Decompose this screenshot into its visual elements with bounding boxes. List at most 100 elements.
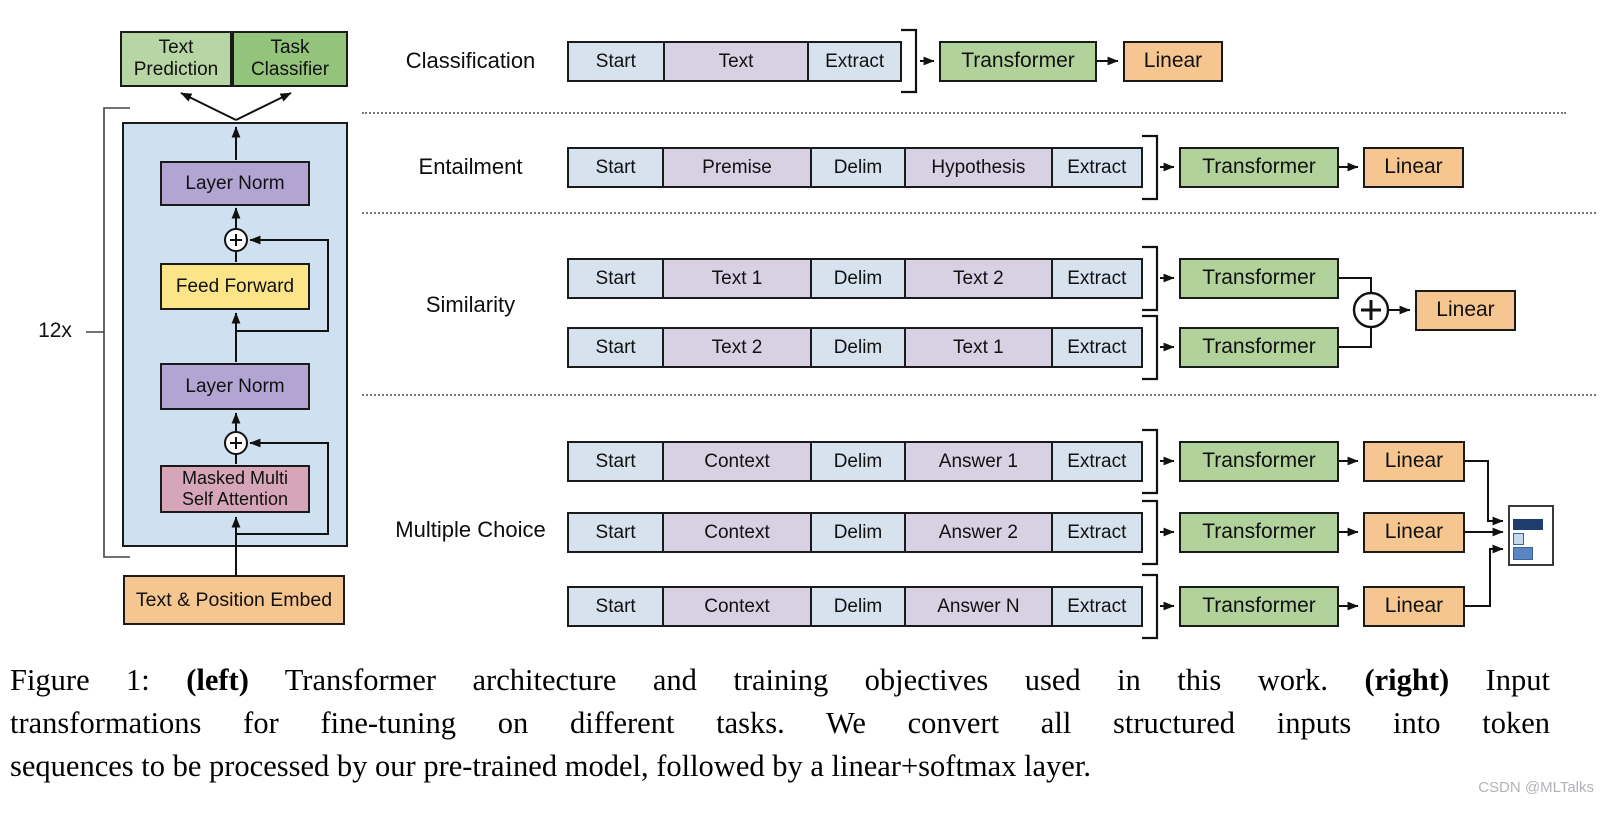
token-delim: Delim (809, 588, 905, 625)
transformer-label: Transformer (1202, 520, 1316, 544)
csdn-watermark: CSDN @MLTalks (1478, 779, 1594, 796)
task-classifier-box: Task Classifier (232, 31, 348, 87)
repeat-12x-label: 12x (38, 319, 72, 342)
linear-label: Linear (1384, 594, 1444, 618)
similarity-transformer-box-2: Transformer (1179, 327, 1339, 368)
linear-label: Linear (1384, 449, 1444, 473)
masked-attention-label-line1: Masked Multi (181, 468, 289, 489)
layer-norm-top-label: Layer Norm (185, 172, 285, 194)
similarity-merge-lines (1339, 277, 1411, 348)
caption-right-bold: (right) (1364, 663, 1450, 697)
caption-line-3: sequences to be processed by our pre-tra… (10, 745, 1550, 788)
linear-label: Linear (1436, 298, 1495, 322)
multiple-choice-label: Multiple Choice (395, 517, 546, 542)
token-extract: Extract (1050, 443, 1141, 480)
caption-text: transformations for fine-tuning on diffe… (10, 705, 1550, 740)
classification-label: Classification (405, 48, 536, 73)
text-position-embed-box: Text & Position Embed (123, 575, 345, 625)
caption-left-bold: (left) (186, 663, 249, 697)
token-hypothesis: Hypothesis (904, 149, 1051, 186)
softmax-output-box (1508, 505, 1554, 566)
token-text1: Text 1 (904, 329, 1051, 366)
task-classifier-label: Task Classifier (250, 37, 330, 80)
layer-norm-bottom-box: Layer Norm (160, 363, 310, 410)
softmax-bar-3 (1513, 547, 1533, 560)
similarity-token-bar-1: Start Text 1 Delim Text 2 Extract (567, 258, 1143, 299)
transformer-label: Transformer (1202, 155, 1316, 179)
token-extract: Extract (1050, 588, 1141, 625)
figure-caption: Figure 1: (left) Transformer architectur… (10, 659, 1550, 787)
multiple-choice-token-bar-2: Start Context Delim Answer 2 Extract (567, 512, 1143, 553)
multiple-choice-merge-lines (1465, 460, 1504, 607)
token-context: Context (662, 443, 810, 480)
softmax-bar-2 (1513, 533, 1524, 545)
token-start: Start (569, 43, 663, 80)
multiple-choice-transformer-box-3: Transformer (1179, 586, 1339, 627)
entailment-linear-box: Linear (1363, 147, 1464, 188)
classification-token-bar: Start Text Extract (567, 41, 902, 82)
dotted-separator-3 (362, 394, 1596, 396)
token-delim: Delim (809, 443, 905, 480)
token-extract: Extract (1050, 260, 1141, 297)
multiple-choice-transformer-box-1: Transformer (1179, 441, 1339, 482)
multiple-choice-linear-box-3: Linear (1363, 586, 1465, 627)
transformer-label: Transformer (961, 49, 1075, 73)
dotted-separator-1 (362, 112, 1566, 114)
entailment-token-bar: Start Premise Delim Hypothesis Extract (567, 147, 1143, 188)
entailment-transformer-box: Transformer (1179, 147, 1339, 188)
token-start: Start (569, 149, 663, 186)
text-position-embed-label: Text & Position Embed (135, 588, 333, 611)
token-start: Start (569, 514, 663, 551)
caption-text: Transformer architecture and training ob… (248, 663, 1365, 697)
softmax-bar-1 (1513, 519, 1543, 530)
similarity-linear-box: Linear (1415, 290, 1516, 331)
caption-text: Input (1449, 663, 1550, 697)
token-context: Context (662, 514, 810, 551)
token-delim: Delim (809, 329, 905, 366)
token-delim: Delim (809, 514, 905, 551)
masked-attention-box: Masked Multi Self Attention (160, 465, 310, 513)
token-answerN: Answer N (904, 588, 1051, 625)
similarity-plus-circle (1352, 291, 1390, 329)
caption-line-1: Figure 1: (left) Transformer architectur… (10, 659, 1550, 702)
similarity-transformer-box-1: Transformer (1179, 258, 1339, 299)
linear-label: Linear (1143, 49, 1203, 73)
transformer-label: Transformer (1202, 335, 1316, 359)
multiple-choice-token-bar-1: Start Context Delim Answer 1 Extract (567, 441, 1143, 482)
token-extract: Extract (1050, 514, 1141, 551)
similarity-label: Similarity (425, 292, 516, 317)
token-answer1: Answer 1 (904, 443, 1051, 480)
feed-forward-label: Feed Forward (175, 275, 295, 297)
transformer-label: Transformer (1202, 266, 1316, 290)
token-text1: Text 1 (662, 260, 810, 297)
text-prediction-box: Text Prediction (120, 31, 232, 87)
token-start: Start (569, 443, 663, 480)
layer-norm-top-box: Layer Norm (160, 161, 310, 206)
token-text: Text (662, 43, 808, 80)
classification-transformer-box: Transformer (939, 41, 1097, 82)
similarity-token-bar-2: Start Text 2 Delim Text 1 Extract (567, 327, 1143, 368)
token-premise: Premise (662, 149, 810, 186)
transformer-label: Transformer (1202, 449, 1316, 473)
token-extract: Extract (1050, 329, 1141, 366)
token-start: Start (569, 260, 663, 297)
token-extract: Extract (807, 43, 900, 80)
text-prediction-label: Text Prediction (133, 37, 219, 80)
masked-attention-label-line2: Self Attention (181, 489, 289, 509)
feed-forward-box: Feed Forward (160, 263, 310, 310)
multiple-choice-linear-box-1: Linear (1363, 441, 1465, 482)
layer-norm-bottom-label: Layer Norm (185, 375, 285, 397)
classification-linear-box: Linear (1123, 41, 1223, 82)
linear-label: Linear (1384, 520, 1444, 544)
token-answer2: Answer 2 (904, 514, 1051, 551)
token-delim: Delim (809, 260, 905, 297)
linear-label: Linear (1384, 155, 1443, 179)
multiple-choice-transformer-box-2: Transformer (1179, 512, 1339, 553)
token-start: Start (569, 329, 663, 366)
token-text2: Text 2 (904, 260, 1051, 297)
token-delim: Delim (809, 149, 905, 186)
caption-text: sequences to be processed by our pre-tra… (10, 748, 1091, 783)
token-text2: Text 2 (662, 329, 810, 366)
transformer-label: Transformer (1202, 594, 1316, 618)
